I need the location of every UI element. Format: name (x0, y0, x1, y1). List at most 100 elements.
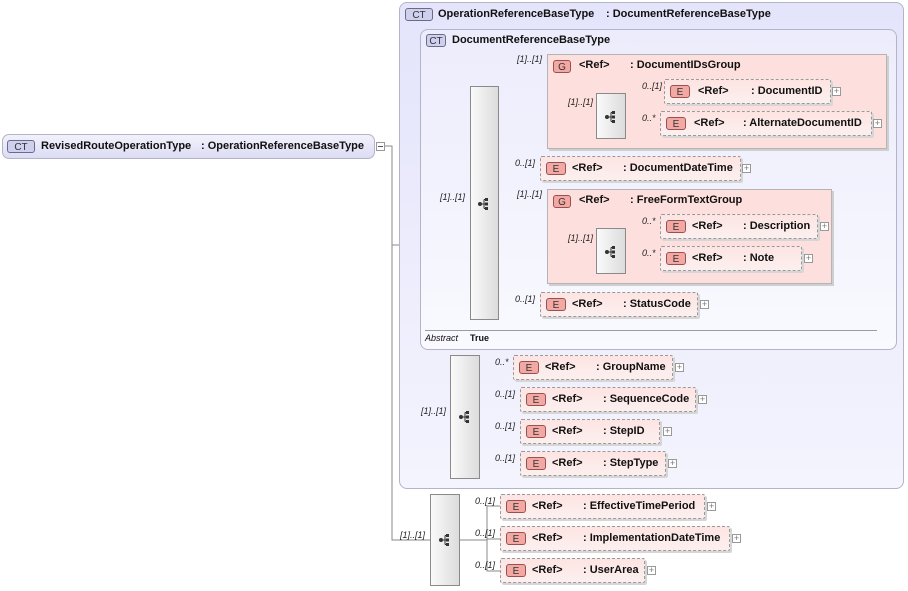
cardinality-label: [1]..[1] (568, 97, 594, 107)
sequence-icon (478, 198, 488, 210)
cardinality-label: 0..[1] (515, 158, 536, 168)
element-name: : SequenceCode (603, 393, 690, 405)
element-name: : Note (743, 252, 775, 264)
collapse-toggle-icon[interactable] (376, 142, 385, 151)
expand-icon[interactable]: + (873, 118, 882, 128)
expand-icon[interactable]: + (804, 253, 813, 263)
ref-label: <Ref> (698, 85, 729, 97)
abstract-value: True (470, 333, 490, 343)
element-icon: E (519, 361, 539, 374)
element-icon: E (506, 500, 526, 513)
cardinality-label: [1]..[1] (517, 189, 543, 199)
ref-label: <Ref> (692, 252, 723, 264)
element-alternate-document-id[interactable]: E <Ref> : AlternateDocumentID (660, 111, 872, 136)
sequence-compositor[interactable] (450, 355, 480, 479)
expand-icon[interactable]: + (700, 299, 709, 309)
root-type-base: : OperationReferenceBaseType (201, 140, 365, 152)
sequence-icon (459, 411, 469, 423)
element-name: : Description (743, 220, 811, 232)
sequence-compositor[interactable] (596, 228, 626, 274)
expand-icon[interactable]: + (663, 426, 672, 436)
expand-icon[interactable]: + (732, 533, 741, 543)
cardinality-label: 0..[1] (642, 81, 663, 91)
element-name: : UserArea (583, 564, 639, 576)
ref-label: <Ref> (552, 457, 583, 469)
root-complex-type[interactable]: CT RevisedRouteOperationType : Operation… (2, 134, 375, 159)
expand-icon[interactable]: + (675, 362, 684, 372)
cardinality-label: [1]..[1] (440, 192, 466, 202)
cardinality-label: [1]..[1] (421, 406, 447, 416)
sequence-compositor[interactable] (430, 494, 460, 586)
ref-label: <Ref> (692, 220, 723, 232)
element-document-id[interactable]: E <Ref> : DocumentID (664, 79, 831, 104)
complex-type-icon: CT (426, 34, 446, 47)
sequence-icon (605, 111, 615, 123)
ref-label: <Ref> (572, 298, 603, 310)
expand-icon[interactable]: + (832, 86, 841, 96)
expand-icon[interactable]: + (647, 565, 656, 575)
sequence-compositor[interactable] (470, 86, 499, 320)
element-name: : EffectiveTimePeriod (583, 500, 696, 512)
cardinality-label: [1]..[1] (400, 530, 426, 540)
element-name: : StatusCode (623, 298, 691, 310)
complex-type-icon: CT (405, 8, 433, 21)
element-effective-time-period[interactable]: E <Ref> : EffectiveTimePeriod (500, 494, 705, 519)
expand-icon[interactable]: + (820, 221, 829, 231)
outer-type-base: : DocumentReferenceBaseType (606, 8, 771, 20)
element-note[interactable]: E <Ref> : Note (660, 246, 802, 271)
element-sequence-code[interactable]: E <Ref> : SequenceCode (520, 387, 696, 412)
cardinality-label: 0..[1] (475, 528, 496, 538)
element-icon: E (506, 532, 526, 545)
ref-label: <Ref> (552, 393, 583, 405)
element-name: : AlternateDocumentID (743, 117, 862, 129)
expand-icon[interactable]: + (707, 501, 716, 511)
element-name: : DocumentID (751, 85, 823, 97)
outer-type-name: OperationReferenceBaseType (438, 8, 595, 20)
group-icon: G (553, 60, 571, 73)
element-icon: E (670, 85, 690, 98)
group-icon: G (553, 195, 571, 208)
abstract-label: Abstract (425, 333, 459, 343)
inner-type-name: DocumentReferenceBaseType (452, 34, 611, 46)
element-name: : StepID (603, 425, 645, 437)
ref-label: <Ref> (579, 59, 610, 71)
cardinality-label: [1]..[1] (517, 54, 543, 64)
complex-type-icon: CT (7, 140, 35, 153)
element-step-id[interactable]: E <Ref> : StepID (520, 419, 660, 444)
cardinality-label: 0..[1] (475, 560, 496, 570)
cardinality-label: 0..[1] (515, 294, 536, 304)
cardinality-label: 0..[1] (495, 421, 516, 431)
sequence-compositor[interactable] (596, 93, 626, 139)
element-step-type[interactable]: E <Ref> : StepType (520, 451, 666, 476)
element-implementation-date-time[interactable]: E <Ref> : ImplementationDateTime (500, 526, 730, 551)
element-group-name[interactable]: E <Ref> : GroupName (513, 355, 673, 380)
ref-label: <Ref> (579, 194, 610, 206)
group-name: : DocumentIDsGroup (630, 59, 741, 71)
element-icon: E (666, 117, 686, 130)
element-icon: E (526, 457, 546, 470)
cardinality-label: 0..[1] (495, 389, 516, 399)
element-description[interactable]: E <Ref> : Description (660, 214, 818, 239)
expand-icon[interactable]: + (698, 394, 707, 404)
element-icon: E (506, 564, 526, 577)
sequence-icon (605, 246, 615, 258)
element-name: : StepType (603, 457, 659, 469)
expand-icon[interactable]: + (742, 163, 751, 173)
element-status-code[interactable]: E <Ref> : StatusCode (540, 292, 698, 317)
expand-icon[interactable]: + (668, 458, 677, 468)
cardinality-label: 0..* (642, 248, 656, 258)
element-user-area[interactable]: E <Ref> : UserArea (500, 558, 645, 583)
root-type-name: RevisedRouteOperationType (41, 140, 192, 152)
group-name: : FreeFormTextGroup (630, 194, 743, 206)
ref-label: <Ref> (572, 162, 603, 174)
element-icon: E (526, 425, 546, 438)
element-icon: E (666, 220, 686, 233)
element-document-date-time[interactable]: E <Ref> : DocumentDateTime (540, 156, 741, 181)
ref-label: <Ref> (532, 500, 563, 512)
cardinality-label: 0..* (642, 113, 656, 123)
cardinality-label: [1]..[1] (568, 233, 594, 243)
ref-label: <Ref> (532, 532, 563, 544)
cardinality-label: 0..[1] (495, 453, 516, 463)
cardinality-label: 0..[1] (475, 496, 496, 506)
element-icon: E (546, 298, 566, 311)
